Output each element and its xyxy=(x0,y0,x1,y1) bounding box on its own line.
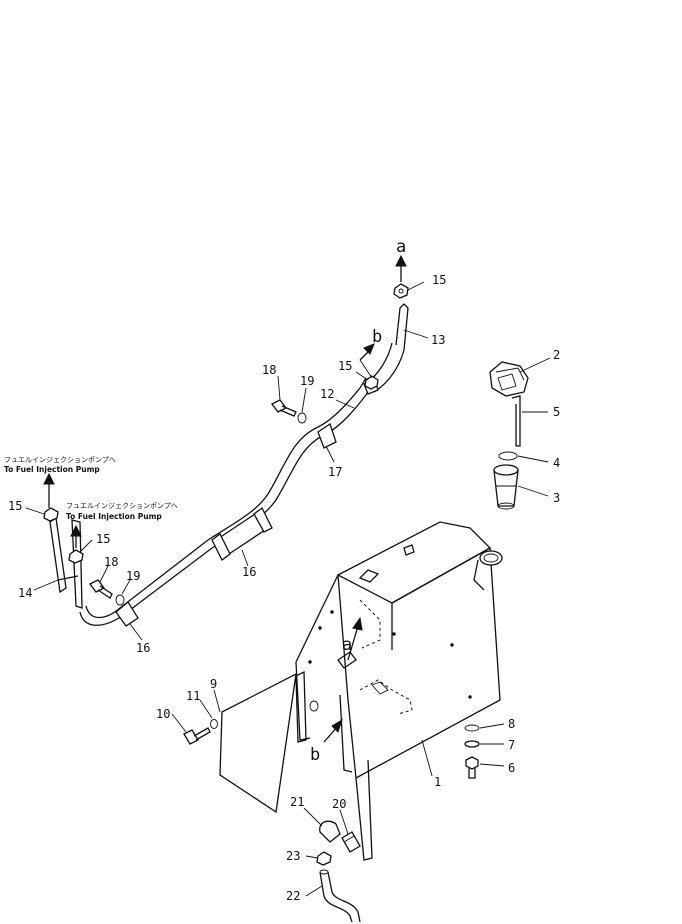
callout-23: 23 xyxy=(286,849,300,863)
callout-10: 10 xyxy=(156,707,170,721)
callout-19-lower: 19 xyxy=(126,569,140,583)
nut-15-left-b xyxy=(68,549,84,564)
callout-12: 12 xyxy=(320,387,334,401)
leader-lines xyxy=(25,281,551,897)
callout-3: 3 xyxy=(553,491,560,505)
note-upper-jp: フュエルインジェクションポンプへ xyxy=(4,456,116,464)
note-lower-jp: フュエルインジェクションポンプへ xyxy=(66,502,178,510)
callout-15-left-b: 15 xyxy=(96,532,110,546)
washer-19-upper xyxy=(297,412,307,424)
callout-4: 4 xyxy=(553,456,560,470)
bolt-6 xyxy=(465,756,479,779)
nut-23 xyxy=(316,851,332,866)
callout-19-upper: 19 xyxy=(300,374,314,388)
washer-19-lower xyxy=(115,594,125,606)
callout-13: 13 xyxy=(431,333,445,347)
fuel-tank xyxy=(295,521,503,861)
washer-11 xyxy=(210,719,218,729)
hose-clamp-17 xyxy=(317,422,337,449)
note-lower-en: To Fuel Injection Pump xyxy=(66,512,162,521)
bolt-18-upper xyxy=(271,399,297,417)
valve-20 xyxy=(341,831,361,853)
bolt-10 xyxy=(183,727,211,745)
marker-a-top: a xyxy=(396,237,406,257)
arrow-to-pump-upper xyxy=(43,472,55,508)
marker-b-tank: b xyxy=(310,745,320,765)
note-upper-en: To Fuel Injection Pump xyxy=(4,465,100,474)
washer-7 xyxy=(464,740,480,748)
hose-clamp-16-lower xyxy=(115,601,139,627)
hose-22 xyxy=(319,869,361,923)
callout-18-upper: 18 xyxy=(262,363,276,377)
o-ring xyxy=(498,451,518,461)
cover-plate xyxy=(219,672,297,814)
callout-15-left-a: 15 xyxy=(8,499,22,513)
callout-7: 7 xyxy=(508,738,515,752)
callout-15-top: 15 xyxy=(432,273,446,287)
filter-block-16 xyxy=(211,507,273,561)
callout-5: 5 xyxy=(553,405,560,419)
callout-22: 22 xyxy=(286,889,300,903)
elbow-21 xyxy=(319,820,341,843)
callout-14: 14 xyxy=(18,586,32,600)
callout-21: 21 xyxy=(290,795,304,809)
arrow-a-top xyxy=(395,254,407,282)
fuel-hose xyxy=(49,303,409,626)
callout-2: 2 xyxy=(553,348,560,362)
callout-8: 8 xyxy=(508,717,515,731)
arrow-to-pump-lower xyxy=(70,524,82,548)
callout-20: 20 xyxy=(332,797,346,811)
callout-18-lower: 18 xyxy=(104,555,118,569)
marker-a-tank: a xyxy=(342,635,352,655)
nut-15-mid xyxy=(364,375,379,390)
callout-16-lower: 16 xyxy=(136,641,150,655)
arrow-a-tank xyxy=(347,616,363,661)
nut-15-left-a xyxy=(43,507,59,522)
callout-16-upper: 16 xyxy=(242,565,256,579)
arrow-b-tank xyxy=(323,718,343,743)
marker-b-top: b xyxy=(372,327,382,347)
callout-11: 11 xyxy=(186,689,200,703)
nut-15-top xyxy=(393,283,409,299)
callout-1: 1 xyxy=(434,775,441,789)
callout-9: 9 xyxy=(210,677,217,691)
bolt-18-lower xyxy=(89,579,113,599)
washer-8 xyxy=(464,724,480,732)
arrow-b-top xyxy=(359,343,375,379)
callout-17: 17 xyxy=(328,465,342,479)
filler-cap xyxy=(489,361,529,397)
callout-6: 6 xyxy=(508,761,515,775)
strainer xyxy=(493,464,519,510)
callout-15-mid: 15 xyxy=(338,359,352,373)
pin xyxy=(511,395,521,447)
